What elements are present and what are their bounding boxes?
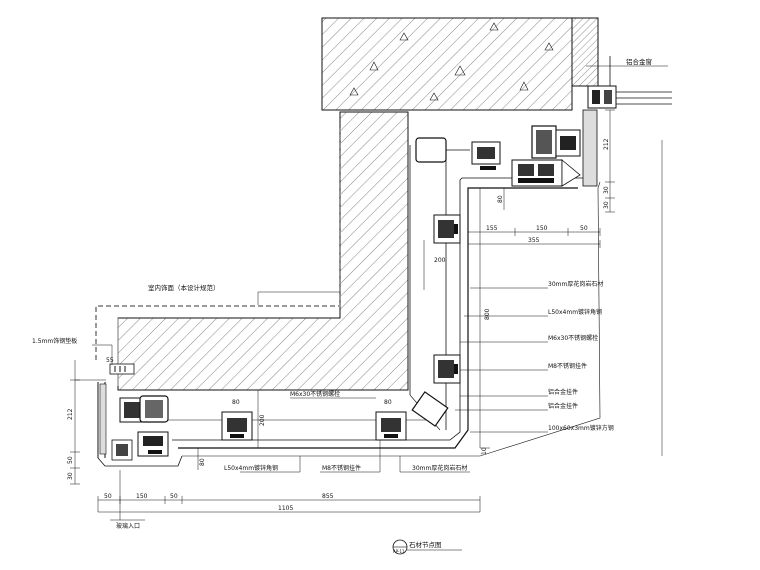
- column-wall: [571, 17, 610, 87]
- callout-bolt-m6: M6x30不锈钢螺栓: [548, 334, 598, 342]
- bracket-left-2: [139, 395, 169, 423]
- callout-bolt-bottom-m8: M8不锈钢挂件: [322, 464, 361, 472]
- bracket-right-1: [433, 214, 461, 244]
- dim-bot-50a: 50: [104, 493, 112, 500]
- callout-steel-tube: 100x60x3mm镀锌方钢: [548, 424, 614, 432]
- dim-bot-1105: 1105: [278, 505, 293, 512]
- bracket-left-3: [137, 431, 169, 457]
- dim-80-top: 80: [497, 195, 504, 203]
- dim-left-80b: 80: [384, 399, 392, 406]
- bracket-rotated: [411, 391, 449, 427]
- callout-bolt-bottom-m6: M6x30不锈钢螺栓: [290, 390, 340, 398]
- callout-alu-hanger: 铝合金挂件: [548, 402, 578, 410]
- callouts: 铝合金窗 室内饰面（本设计规范） 1.5mm饰钢垫板 30mm厚花岗岩石材 L5…: [32, 57, 652, 530]
- dim-right-30: 30: [603, 186, 610, 194]
- dim-80-low: 80: [199, 458, 206, 466]
- callout-stone-30: 30mm厚花岗岩石材: [548, 280, 603, 288]
- dim-bot-50b: 50: [170, 493, 178, 500]
- window-frame: [587, 56, 672, 109]
- dimension-lines: [70, 109, 615, 513]
- callout-angle-bottom: L50x4mm镀锌角钢: [224, 464, 278, 472]
- dim-left-30: 30: [67, 472, 74, 480]
- dim-200-mid: 200: [259, 414, 266, 426]
- bracket-corner-top: [511, 159, 581, 187]
- bracket-top-3: [531, 125, 557, 159]
- decoration-outline: [95, 128, 341, 386]
- dim-200-top: 200: [434, 257, 446, 264]
- dim-355: 355: [528, 237, 540, 244]
- bracket-top-1: [415, 137, 470, 163]
- dim-155: 155: [486, 225, 498, 232]
- callout-bottom-left-note: 玻璃入口: [116, 522, 140, 530]
- dim-left-80a: 80: [232, 399, 240, 406]
- title-text: 石材节点图: [409, 540, 442, 549]
- title-number: AP-11: [393, 549, 405, 554]
- dim-800: 800: [484, 308, 491, 320]
- bracket-right-2: [433, 354, 461, 384]
- dimension-texts: 212 30 30 80 155 150 50 355 200 800 10 5…: [67, 138, 610, 512]
- dim-10-right: 10: [481, 447, 488, 455]
- dim-150-top: 150: [536, 225, 548, 232]
- bracket-bottom-2: [375, 411, 407, 441]
- leader-lines: [92, 65, 668, 521]
- dim-bot-150: 150: [136, 493, 148, 500]
- dim-left-212: 212: [67, 408, 74, 420]
- callout-aluminum-window: 铝合金窗: [626, 57, 652, 66]
- bracket-bottom-1: [221, 411, 253, 441]
- callout-bolt-m8: M8不锈钢挂件: [548, 362, 587, 370]
- callout-outer-decoration: 室内饰面（本设计规范）: [148, 283, 220, 292]
- dim-50-top: 50: [580, 225, 588, 232]
- callout-steel-angle: L50x4mm镀锌角钢: [548, 308, 602, 316]
- dim-left-55: 55: [106, 357, 114, 364]
- dim-right-212: 212: [603, 138, 610, 150]
- callout-stainless-plate: 1.5mm饰钢垫板: [32, 337, 77, 345]
- callout-alu-connector: 铝合金挂件: [548, 388, 578, 396]
- dim-right-30b: 30: [603, 201, 610, 209]
- bracket-top-2: [471, 141, 501, 170]
- bracket-top-4: [555, 129, 581, 157]
- l-shaped-column: [117, 111, 409, 391]
- dim-bot-855: 855: [322, 493, 334, 500]
- left-steel-plate: [109, 363, 135, 375]
- callout-stone-bottom: 30mm厚花岗岩石材: [412, 464, 467, 472]
- concrete-slab: [321, 17, 573, 111]
- dim-left-50: 50: [67, 456, 74, 464]
- drawing-title: AP-11 石材节点图: [392, 539, 462, 555]
- bracket-left-4: [111, 439, 133, 461]
